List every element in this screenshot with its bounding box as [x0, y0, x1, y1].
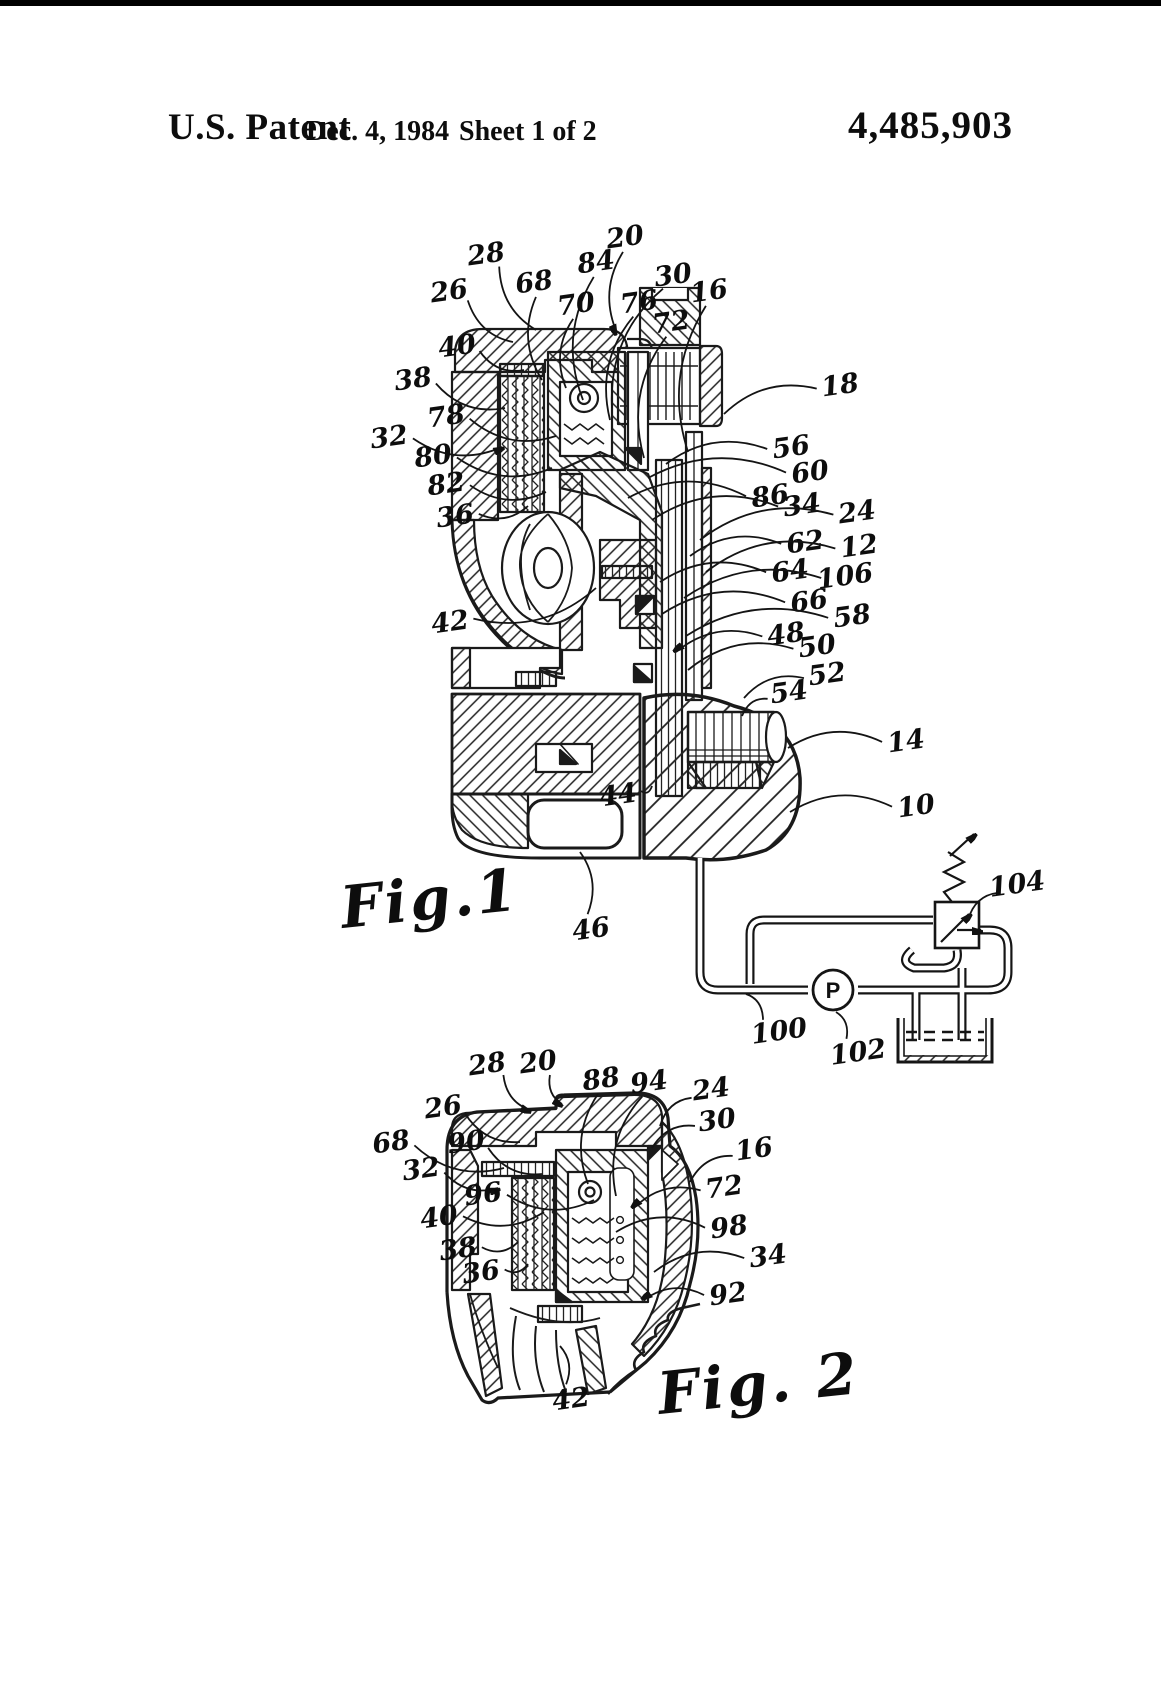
ref-numeral-26: 26 [421, 1090, 464, 1126]
ref-numeral-16: 16 [688, 274, 730, 310]
ref-numeral-78: 78 [425, 399, 467, 435]
ref-numeral-34: 34 [747, 1239, 789, 1275]
ref-numeral-42: 42 [429, 605, 471, 641]
ref-numeral-84: 84 [574, 245, 617, 281]
ref-numeral-26: 26 [427, 274, 470, 310]
ref-numeral-32: 32 [400, 1152, 442, 1188]
ref-numeral-32: 32 [368, 420, 410, 456]
ref-numeral-92: 92 [707, 1277, 749, 1313]
ref-numeral-30: 30 [652, 258, 694, 294]
ref-numeral-98: 98 [708, 1210, 750, 1246]
ref-numeral-102: 102 [828, 1033, 888, 1072]
ref-numeral-94: 94 [628, 1065, 670, 1101]
leader-line-102 [836, 1012, 847, 1039]
ref-numeral-54: 54 [768, 675, 810, 711]
ref-numeral-20: 20 [516, 1045, 559, 1081]
ref-numeral-16: 16 [733, 1132, 775, 1168]
leader-line-24 [660, 1098, 692, 1126]
leader-line-14 [788, 732, 882, 748]
ref-numeral-82: 82 [424, 467, 467, 503]
ref-numeral-42: 42 [550, 1382, 592, 1418]
ref-numeral-36: 36 [460, 1255, 502, 1291]
ref-numeral-66: 66 [788, 584, 830, 620]
ref-numeral-18: 18 [819, 368, 861, 404]
hydraulic-circuit: P [700, 834, 1008, 1062]
leader-line-46 [580, 852, 593, 914]
ref-numeral-38: 38 [392, 362, 434, 398]
ref-numeral-52: 52 [806, 657, 848, 693]
ref-numeral-40: 40 [418, 1200, 460, 1236]
ref-numeral-36: 36 [434, 499, 476, 535]
leader-line-100 [746, 994, 763, 1020]
ref-numeral-100: 100 [749, 1012, 809, 1051]
ref-numeral-10: 10 [895, 789, 937, 825]
ref-numeral-60: 60 [789, 455, 831, 491]
ref-numeral-46: 46 [570, 912, 612, 948]
figure1-caption: Fig.1 [335, 856, 522, 943]
ref-numeral-24: 24 [835, 495, 878, 531]
ref-numeral-40: 40 [436, 329, 478, 365]
ref-numeral-90: 90 [445, 1125, 487, 1161]
leader-line-28 [503, 1075, 530, 1110]
ref-numeral-88: 88 [579, 1062, 622, 1098]
ref-numeral-30: 30 [696, 1103, 738, 1139]
figure1-cross-section [452, 288, 800, 860]
ref-numeral-44: 44 [597, 778, 639, 814]
ref-numeral-58: 58 [831, 599, 873, 635]
ref-numeral-96: 96 [462, 1177, 504, 1213]
ref-numeral-34: 34 [781, 488, 823, 524]
pump-letter: P [826, 978, 841, 1003]
ref-numeral-14: 14 [885, 724, 927, 760]
leader-line-10 [790, 795, 892, 812]
ref-numeral-28: 28 [464, 237, 507, 273]
ref-numeral-104: 104 [987, 865, 1047, 904]
ref-numeral-70: 70 [555, 287, 597, 323]
ref-numeral-28: 28 [465, 1047, 508, 1083]
ref-numeral-24: 24 [689, 1072, 732, 1108]
leader-line-18 [724, 385, 817, 414]
relief-valve-symbol [935, 834, 981, 948]
ref-numeral-72: 72 [703, 1170, 745, 1206]
ref-numeral-68: 68 [513, 265, 555, 301]
figure2-caption: Fig. 2 [652, 1339, 863, 1428]
ref-numeral-72: 72 [650, 305, 692, 341]
figure2-cross-section [447, 1093, 700, 1403]
